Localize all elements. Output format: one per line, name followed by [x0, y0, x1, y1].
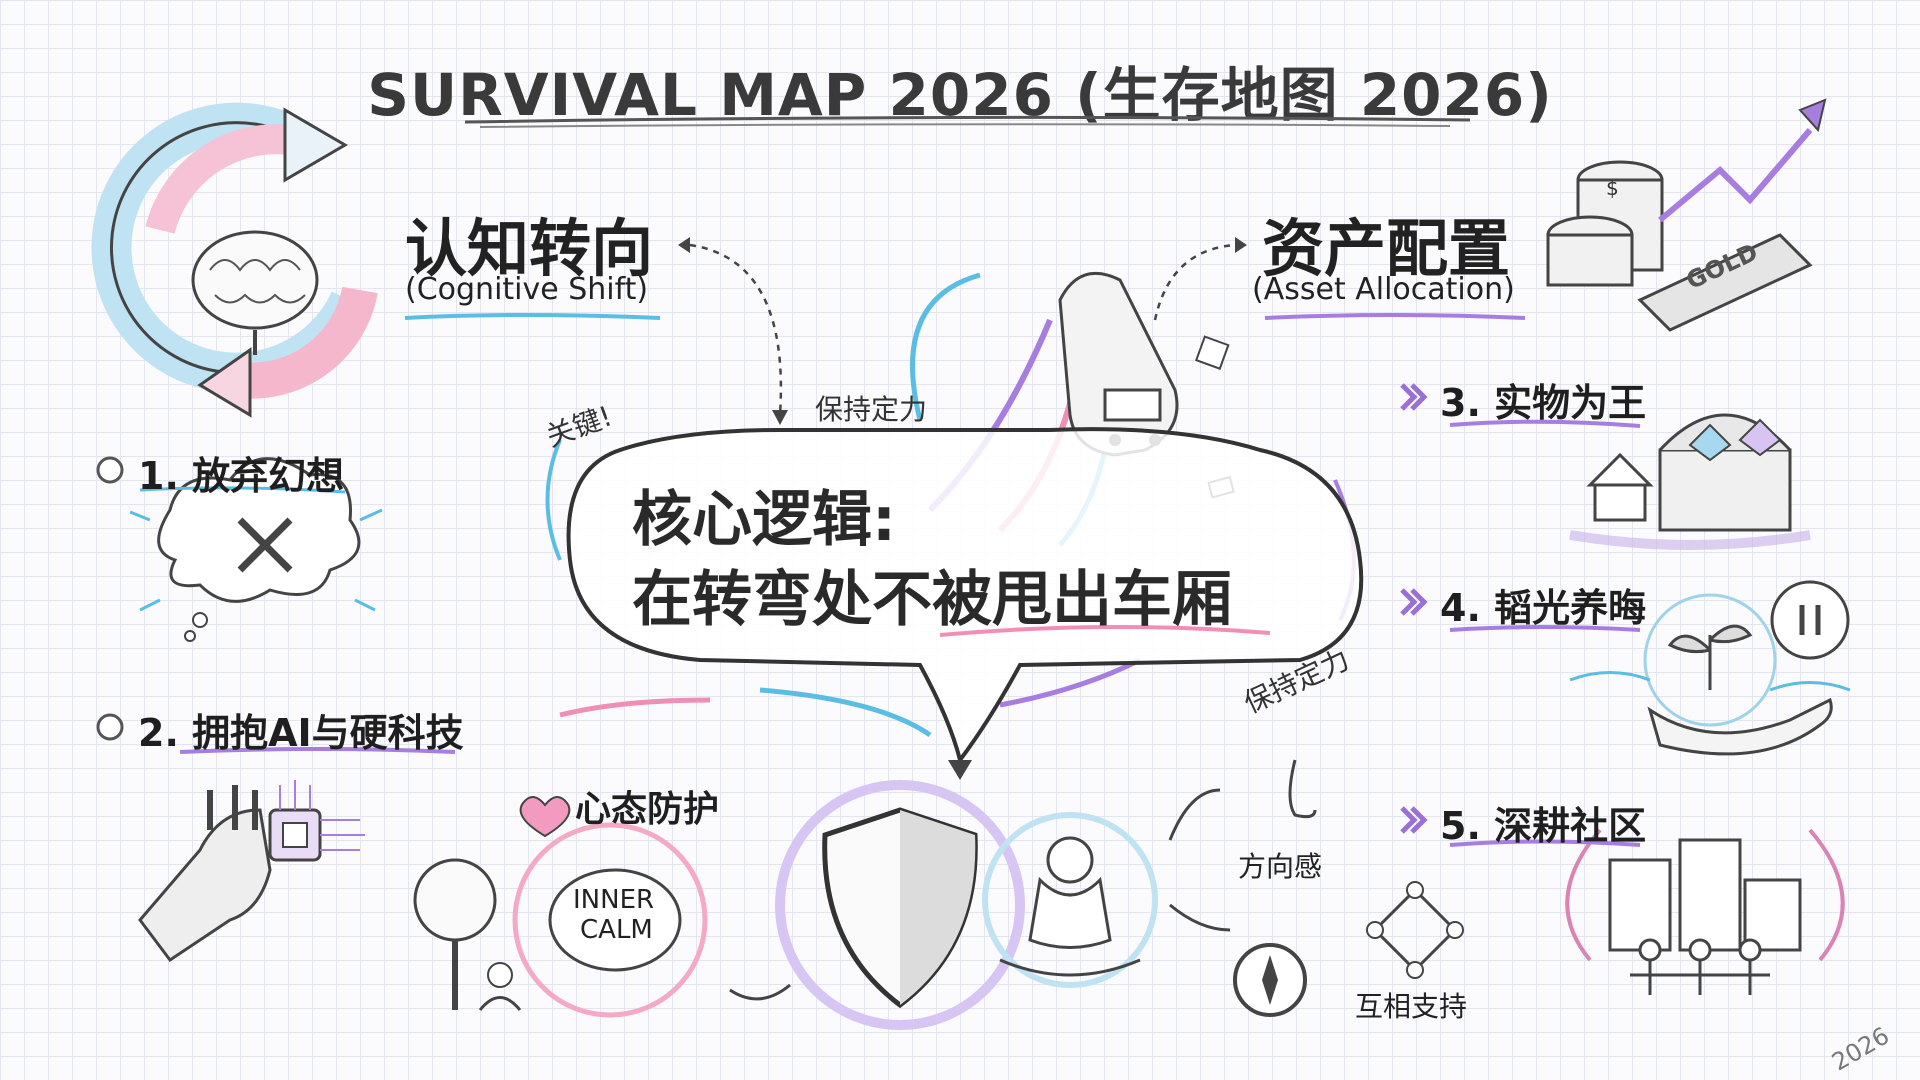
cognitive-title: 认知转向: [405, 212, 654, 285]
steady-top-label: 保持定力: [815, 393, 928, 426]
brain-icon: [191, 230, 319, 355]
step-5-label: 5. 深耕社区: [1440, 804, 1647, 848]
cognitive-subtitle: (Cognitive Shift): [405, 272, 649, 307]
step-1-label: 1. 放弃幻想: [138, 454, 345, 498]
robot-hand-chip-icon: [138, 780, 365, 963]
mutual-support-label: 互相支持: [1355, 990, 1468, 1023]
step-2-label: 2. 拥抱AI与硬科技: [138, 711, 464, 755]
title-underline: [464, 115, 1471, 128]
core-bubble: [566, 427, 1364, 765]
cycle-arrows-icon: [91, 102, 378, 418]
treasure-chest-icon: [1569, 413, 1811, 550]
direction-label: 方向感: [1238, 850, 1323, 883]
asset-title: 资产配置: [1262, 212, 1511, 285]
step-4-label: 4. 韬光养晦: [1440, 586, 1647, 630]
coins-gold-chart-icon: [1546, 98, 1827, 332]
step-3-label: 3. 实物为王: [1440, 381, 1647, 425]
core-line-1: 核心逻辑:: [632, 485, 896, 555]
calm-text: CALM: [580, 915, 653, 945]
mindset-label: 心态防护: [575, 789, 720, 830]
network-icon: [1366, 881, 1464, 979]
asset-subtitle: (Asset Allocation): [1252, 272, 1515, 307]
inner-text: INNER: [573, 885, 655, 915]
step-bullets: [96, 383, 1428, 834]
cloud-x-icon: [129, 457, 383, 642]
coin-symbol: $: [1606, 176, 1619, 200]
core-line-2: 在转弯处不被甩出车厢: [632, 565, 1232, 635]
shield-icon: [775, 780, 1025, 1030]
city-people-icon: [1565, 828, 1845, 995]
inner-calm-icon: [413, 822, 708, 1018]
nose-icon: [1288, 759, 1317, 819]
meditation-icon: [982, 812, 1158, 988]
heart-icon: [519, 796, 571, 838]
seedling-hand-icon: [1569, 580, 1851, 756]
compass-icon: [1233, 943, 1307, 1017]
